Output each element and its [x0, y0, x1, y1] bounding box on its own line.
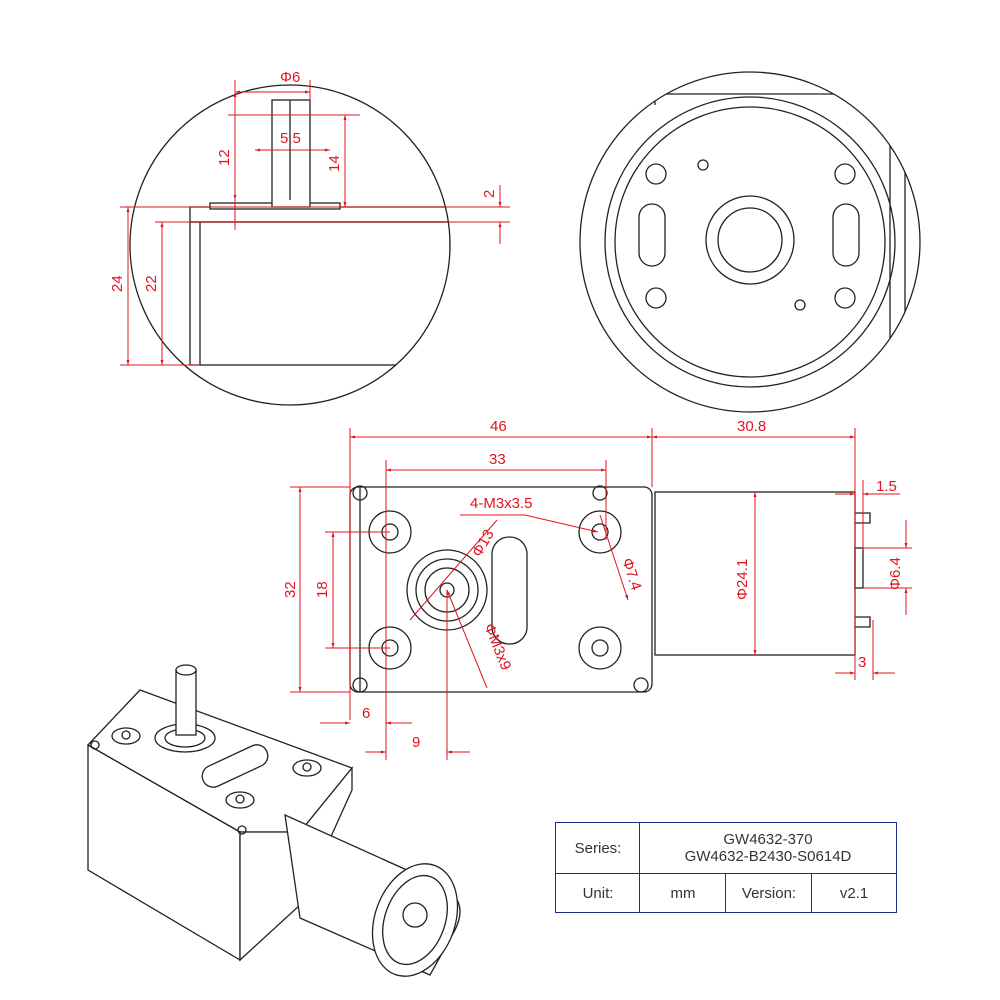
dim-flat-width: 5.5: [280, 130, 301, 147]
dim-flange-thickness: 2: [481, 190, 498, 198]
dim-overall-length: 46: [490, 418, 507, 435]
version-value: v2.1: [811, 873, 896, 912]
front-view: [349, 485, 871, 693]
series-value-1: GW4632-370: [723, 831, 813, 848]
series-value: GW4632-370 GW4632-B2430-S0614D: [639, 823, 896, 873]
dim-output-thread: ΦM3x9: [480, 621, 514, 672]
version-label: Version:: [725, 873, 812, 912]
dim-shaft-offset: 9: [412, 734, 420, 751]
dim-shaft-diameter: Φ6: [280, 69, 300, 86]
dim-terminal-offset: 1.5: [876, 478, 897, 495]
dim-boss-diameter: Φ13: [469, 527, 498, 560]
dim-flat-length: 12: [216, 149, 233, 166]
title-block: Series: GW4632-370 GW4632-B2430-S0614D U…: [555, 822, 897, 913]
front-dimensions: 46 30.8 33 4-M3x3.5 Φ13 Φ7.4 ΦM3x9 Φ24.1…: [282, 418, 912, 760]
dim-motor-length: 30.8: [737, 418, 766, 435]
corner-screws: [352, 485, 649, 693]
unit-value: mm: [639, 873, 726, 912]
shaft-detail-view: Φ6 5.5 12 14 2 24 22: [109, 69, 510, 406]
dim-end-boss-diameter: Φ6.4: [887, 557, 904, 590]
dim-hole-offset: 6: [362, 705, 370, 722]
dim-hole-spacing-y: 18: [314, 581, 331, 598]
dim-motor-diameter: Φ24.1: [734, 559, 751, 600]
dim-terminal-length: 3: [858, 654, 866, 671]
unit-label: Unit:: [556, 873, 640, 912]
series-label: Series:: [574, 839, 622, 857]
isometric-view: [86, 664, 461, 977]
dim-body-height: 22: [143, 275, 160, 292]
screw-callout: 4-M3x3.5: [470, 495, 533, 512]
dim-hole-spacing-x: 33: [489, 451, 506, 468]
dim-total-height: 24: [109, 275, 126, 292]
motor-end-view: [579, 71, 921, 413]
dim-height: 32: [282, 581, 299, 598]
dim-hole-boss-diameter: Φ7.4: [618, 556, 644, 592]
dim-shaft-length: 14: [326, 155, 343, 172]
series-value-2: GW4632-B2430-S0614D: [684, 848, 852, 865]
